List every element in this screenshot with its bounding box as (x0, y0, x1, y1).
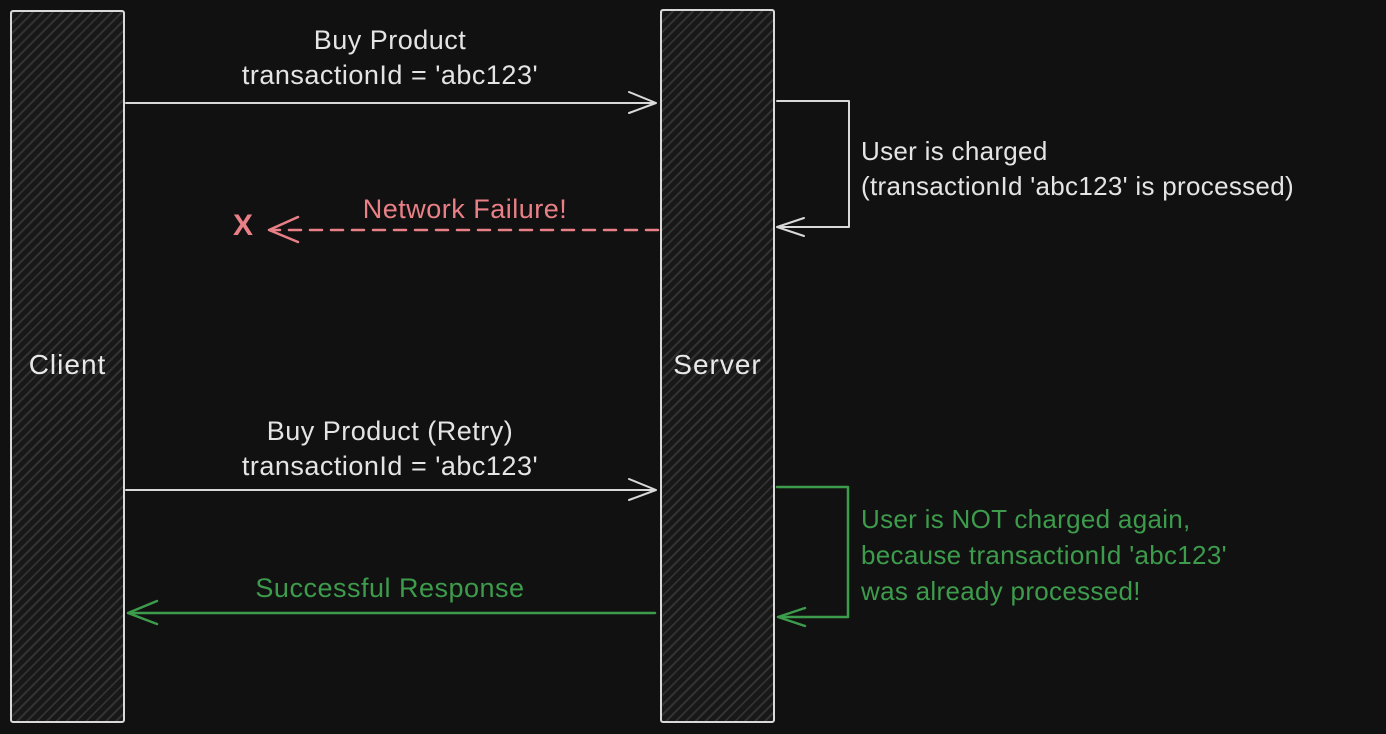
server-label: Server (673, 349, 762, 380)
buy-product-arrow (125, 91, 657, 114)
network-failure-label: Network Failure! (362, 194, 568, 224)
network-failure-x-mark: X (233, 209, 254, 242)
buy-product-label: Buy Product transactionId = 'abc123' (125, 23, 655, 93)
success-label: Successful Response (255, 573, 525, 603)
charged-note-line1: User is charged (861, 136, 1048, 166)
client-lifeline (10, 10, 125, 723)
charged-note-line2: (transactionId 'abc123' is processed) (861, 171, 1294, 201)
buy-product-line2: transactionId = 'abc123' (241, 60, 539, 90)
charged-note: User is charged (transactionId 'abc123' … (861, 134, 1294, 204)
retry-label: Buy Product (Retry) transactionId = 'abc… (125, 414, 655, 484)
buy-product-line1: Buy Product (313, 25, 467, 55)
charged-self-loop-arrow (776, 100, 850, 237)
retry-line1: Buy Product (Retry) (266, 416, 514, 446)
not-charged-note-line1: User is NOT charged again, (861, 504, 1191, 534)
client-label: Client (28, 349, 107, 380)
server-lifeline (660, 9, 775, 723)
not-charged-note: User is NOT charged again, because trans… (861, 501, 1227, 609)
retry-line2: transactionId = 'abc123' (241, 451, 539, 481)
not-charged-note-line2: because transactionId 'abc123' (861, 540, 1227, 570)
not-charged-self-loop-arrow (775, 485, 850, 628)
not-charged-note-line3: was already processed! (861, 576, 1141, 606)
